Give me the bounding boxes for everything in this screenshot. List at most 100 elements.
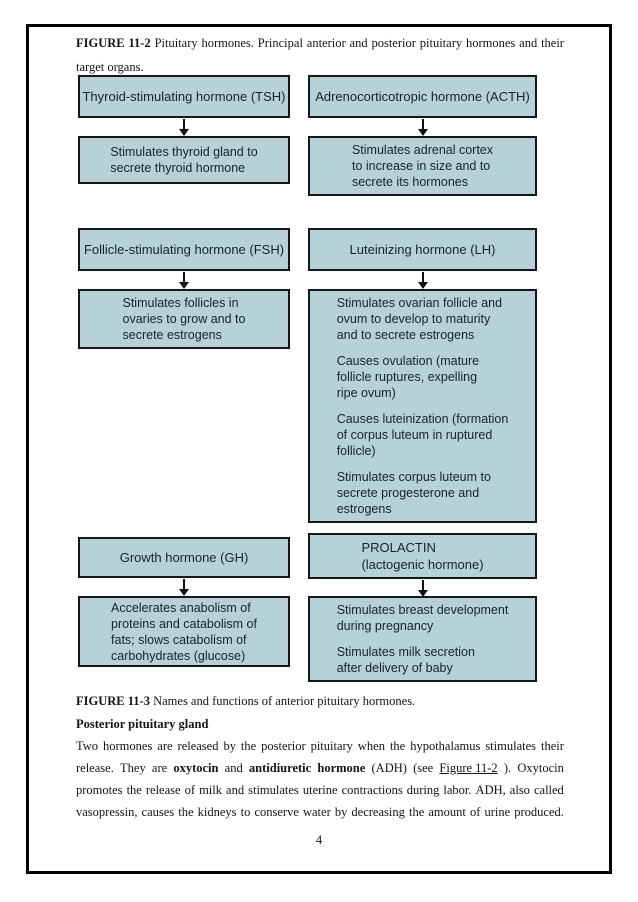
text-line: during pregnancy	[336, 619, 434, 633]
text-line: Stimulates adrenal cortex	[351, 143, 494, 157]
text-segment: FIGURE 11-3	[76, 694, 154, 708]
word: milk	[199, 783, 222, 797]
word: are	[157, 739, 173, 753]
word: hormones	[103, 739, 153, 753]
text-segment: Names and functions of anterior pituitar…	[153, 694, 416, 708]
word: Principal	[257, 36, 303, 50]
down-arrow-icon	[177, 119, 191, 136]
text-line: ripe ovum)	[336, 386, 396, 400]
box-text: Stimulates thyroid gland to secrete thyro…	[110, 144, 257, 176]
word: release	[145, 783, 181, 797]
text-line: and to secrete estrogens	[336, 328, 475, 342]
down-arrow-icon	[416, 119, 430, 136]
word: release.	[76, 761, 114, 775]
word: decreasing	[351, 805, 405, 819]
word: causes	[141, 805, 175, 819]
down-arrow-icon	[416, 272, 430, 289]
text-line: Causes ovulation (mature	[336, 354, 480, 368]
line-gap	[337, 401, 509, 411]
word: the	[240, 739, 257, 753]
figure-11-2-link[interactable]: Figure 11-2	[439, 761, 498, 775]
word: and	[226, 783, 245, 797]
word: 11-2	[128, 36, 151, 50]
figure-11-3-caption: FIGURE 11-3 Names and functions of anter…	[76, 689, 564, 713]
word: called	[533, 783, 564, 797]
text-line: Accelerates anabolism of	[111, 600, 251, 615]
text-line: estrogens	[336, 502, 392, 516]
box-title: Thyroid-stimulating hormone (TSH)	[82, 89, 286, 104]
word: the	[178, 805, 194, 819]
text-line: PROLACTIN	[361, 540, 436, 555]
word: hormone	[317, 761, 366, 775]
word: their	[540, 739, 564, 753]
word: are	[151, 761, 168, 775]
line-gap	[337, 634, 509, 644]
box-title: Follicle-stimulating hormone (FSH)	[83, 242, 285, 257]
text-line: secrete estrogens	[122, 328, 222, 342]
word: amount	[428, 805, 466, 819]
word: ADH,	[475, 783, 506, 797]
word: posterior	[371, 36, 416, 50]
text-line: carbohydrates (glucose)	[111, 648, 246, 663]
line-gap	[337, 459, 509, 469]
word: their	[541, 36, 564, 50]
word: to	[240, 805, 251, 819]
word: released	[177, 739, 219, 753]
word: FIGURE	[76, 36, 125, 50]
word: produced.	[514, 805, 564, 819]
text-line: follicle)	[336, 444, 376, 458]
text-line: secrete thyroid hormone	[110, 161, 246, 175]
section-heading-posterior-pituitary: Posterior pituitary gland	[76, 717, 209, 731]
word: (see	[413, 761, 434, 775]
word: the	[408, 805, 425, 819]
word: uterine	[302, 783, 338, 797]
text-line: Stimulates thyroid gland to	[110, 145, 258, 159]
word: Two	[76, 739, 99, 753]
text-line: proteins and catabolism of	[111, 616, 257, 631]
word: and	[349, 36, 368, 50]
word: stimulates	[485, 739, 537, 753]
word: of	[184, 783, 196, 797]
text-line: Stimulates breast development	[336, 603, 509, 617]
box-title: Adrenocorticotropic hormone (ACTH)	[315, 89, 530, 104]
word: antidiuretic	[248, 761, 312, 775]
down-arrow-icon	[177, 272, 191, 289]
text-line: secrete its hormones	[351, 175, 468, 189]
word: during	[406, 783, 440, 797]
word: Oxytocin	[517, 761, 564, 775]
line-gap	[337, 343, 509, 353]
word: the	[389, 739, 406, 753]
text-line: of corpus luteum in ruptured	[336, 428, 493, 442]
word: the	[126, 783, 142, 797]
word: by	[334, 805, 348, 819]
text-line: secrete progesterone and	[336, 486, 480, 500]
word: water	[302, 805, 331, 819]
diagram-box-tsh-function: Stimulates thyroid gland to secrete thyro…	[78, 136, 290, 184]
word: stimulates	[248, 783, 299, 797]
word: of	[469, 805, 481, 819]
text-line: (lactogenic hormone)	[361, 557, 484, 572]
diagram-box-prolactin-function: Stimulates breast development during preg…	[308, 596, 537, 682]
word: promotes	[76, 783, 123, 797]
word: ).	[503, 761, 512, 775]
text-line: Stimulates follicles in	[122, 296, 239, 310]
word: vasopressin,	[76, 805, 138, 819]
diagram-box-fsh: Follicle-stimulating hormone (FSH)	[78, 228, 290, 271]
word: by	[223, 739, 236, 753]
text-line: fats; slows catabolism of	[111, 632, 247, 647]
text-line: follicle ruptures, expelling	[336, 370, 478, 384]
word: hypothalamus	[410, 739, 481, 753]
word: conserve	[254, 805, 299, 819]
diagram-box-prolactin: PROLACTIN (lactogenic hormone)	[308, 533, 537, 579]
